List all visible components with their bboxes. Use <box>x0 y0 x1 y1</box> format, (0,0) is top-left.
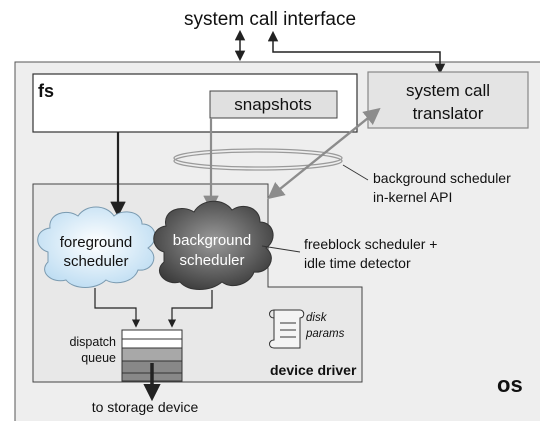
device-driver-label: device driver <box>270 362 357 378</box>
freeblock-pointer-line <box>261 245 301 253</box>
system-call-translator-box <box>367 71 529 129</box>
translator-driver-arrow <box>267 107 381 200</box>
system-call-interface-title: system call interface <box>184 9 356 30</box>
os-label: os <box>497 372 523 397</box>
freeblock-annotation-line2: idle time detector <box>304 255 411 271</box>
api-annotation-line2: in-kernel API <box>373 189 452 205</box>
api-pointer-line <box>342 164 369 181</box>
disk-params-line1: disk <box>306 312 328 324</box>
translator-line1: system call <box>406 81 490 100</box>
snapshots-label: snapshots <box>234 95 312 114</box>
background-to-queue-line <box>167 290 213 328</box>
background-scheduler-cloud <box>153 200 274 290</box>
fs-label: fs <box>38 81 54 101</box>
foreground-to-queue-line <box>94 288 141 328</box>
api-annotation-line1: background scheduler <box>373 170 511 186</box>
dispatch-queue-line2: queue <box>81 351 116 365</box>
disk-params-line2: params <box>305 328 345 340</box>
foreground-scheduler-line1: foreground <box>60 234 133 251</box>
background-scheduler-line2: scheduler <box>179 252 244 269</box>
background-scheduler-line1: background <box>173 232 251 249</box>
interface-to-translator-arrow <box>267 30 446 75</box>
dispatch-queue-line1: dispatch <box>69 335 116 349</box>
freeblock-annotation-line1: freeblock scheduler + <box>304 236 437 252</box>
foreground-scheduler-line2: scheduler <box>63 253 128 270</box>
translator-line2: translator <box>413 104 484 123</box>
to-storage-label: to storage device <box>92 399 199 415</box>
disk-params-scroll-icon <box>269 309 305 349</box>
